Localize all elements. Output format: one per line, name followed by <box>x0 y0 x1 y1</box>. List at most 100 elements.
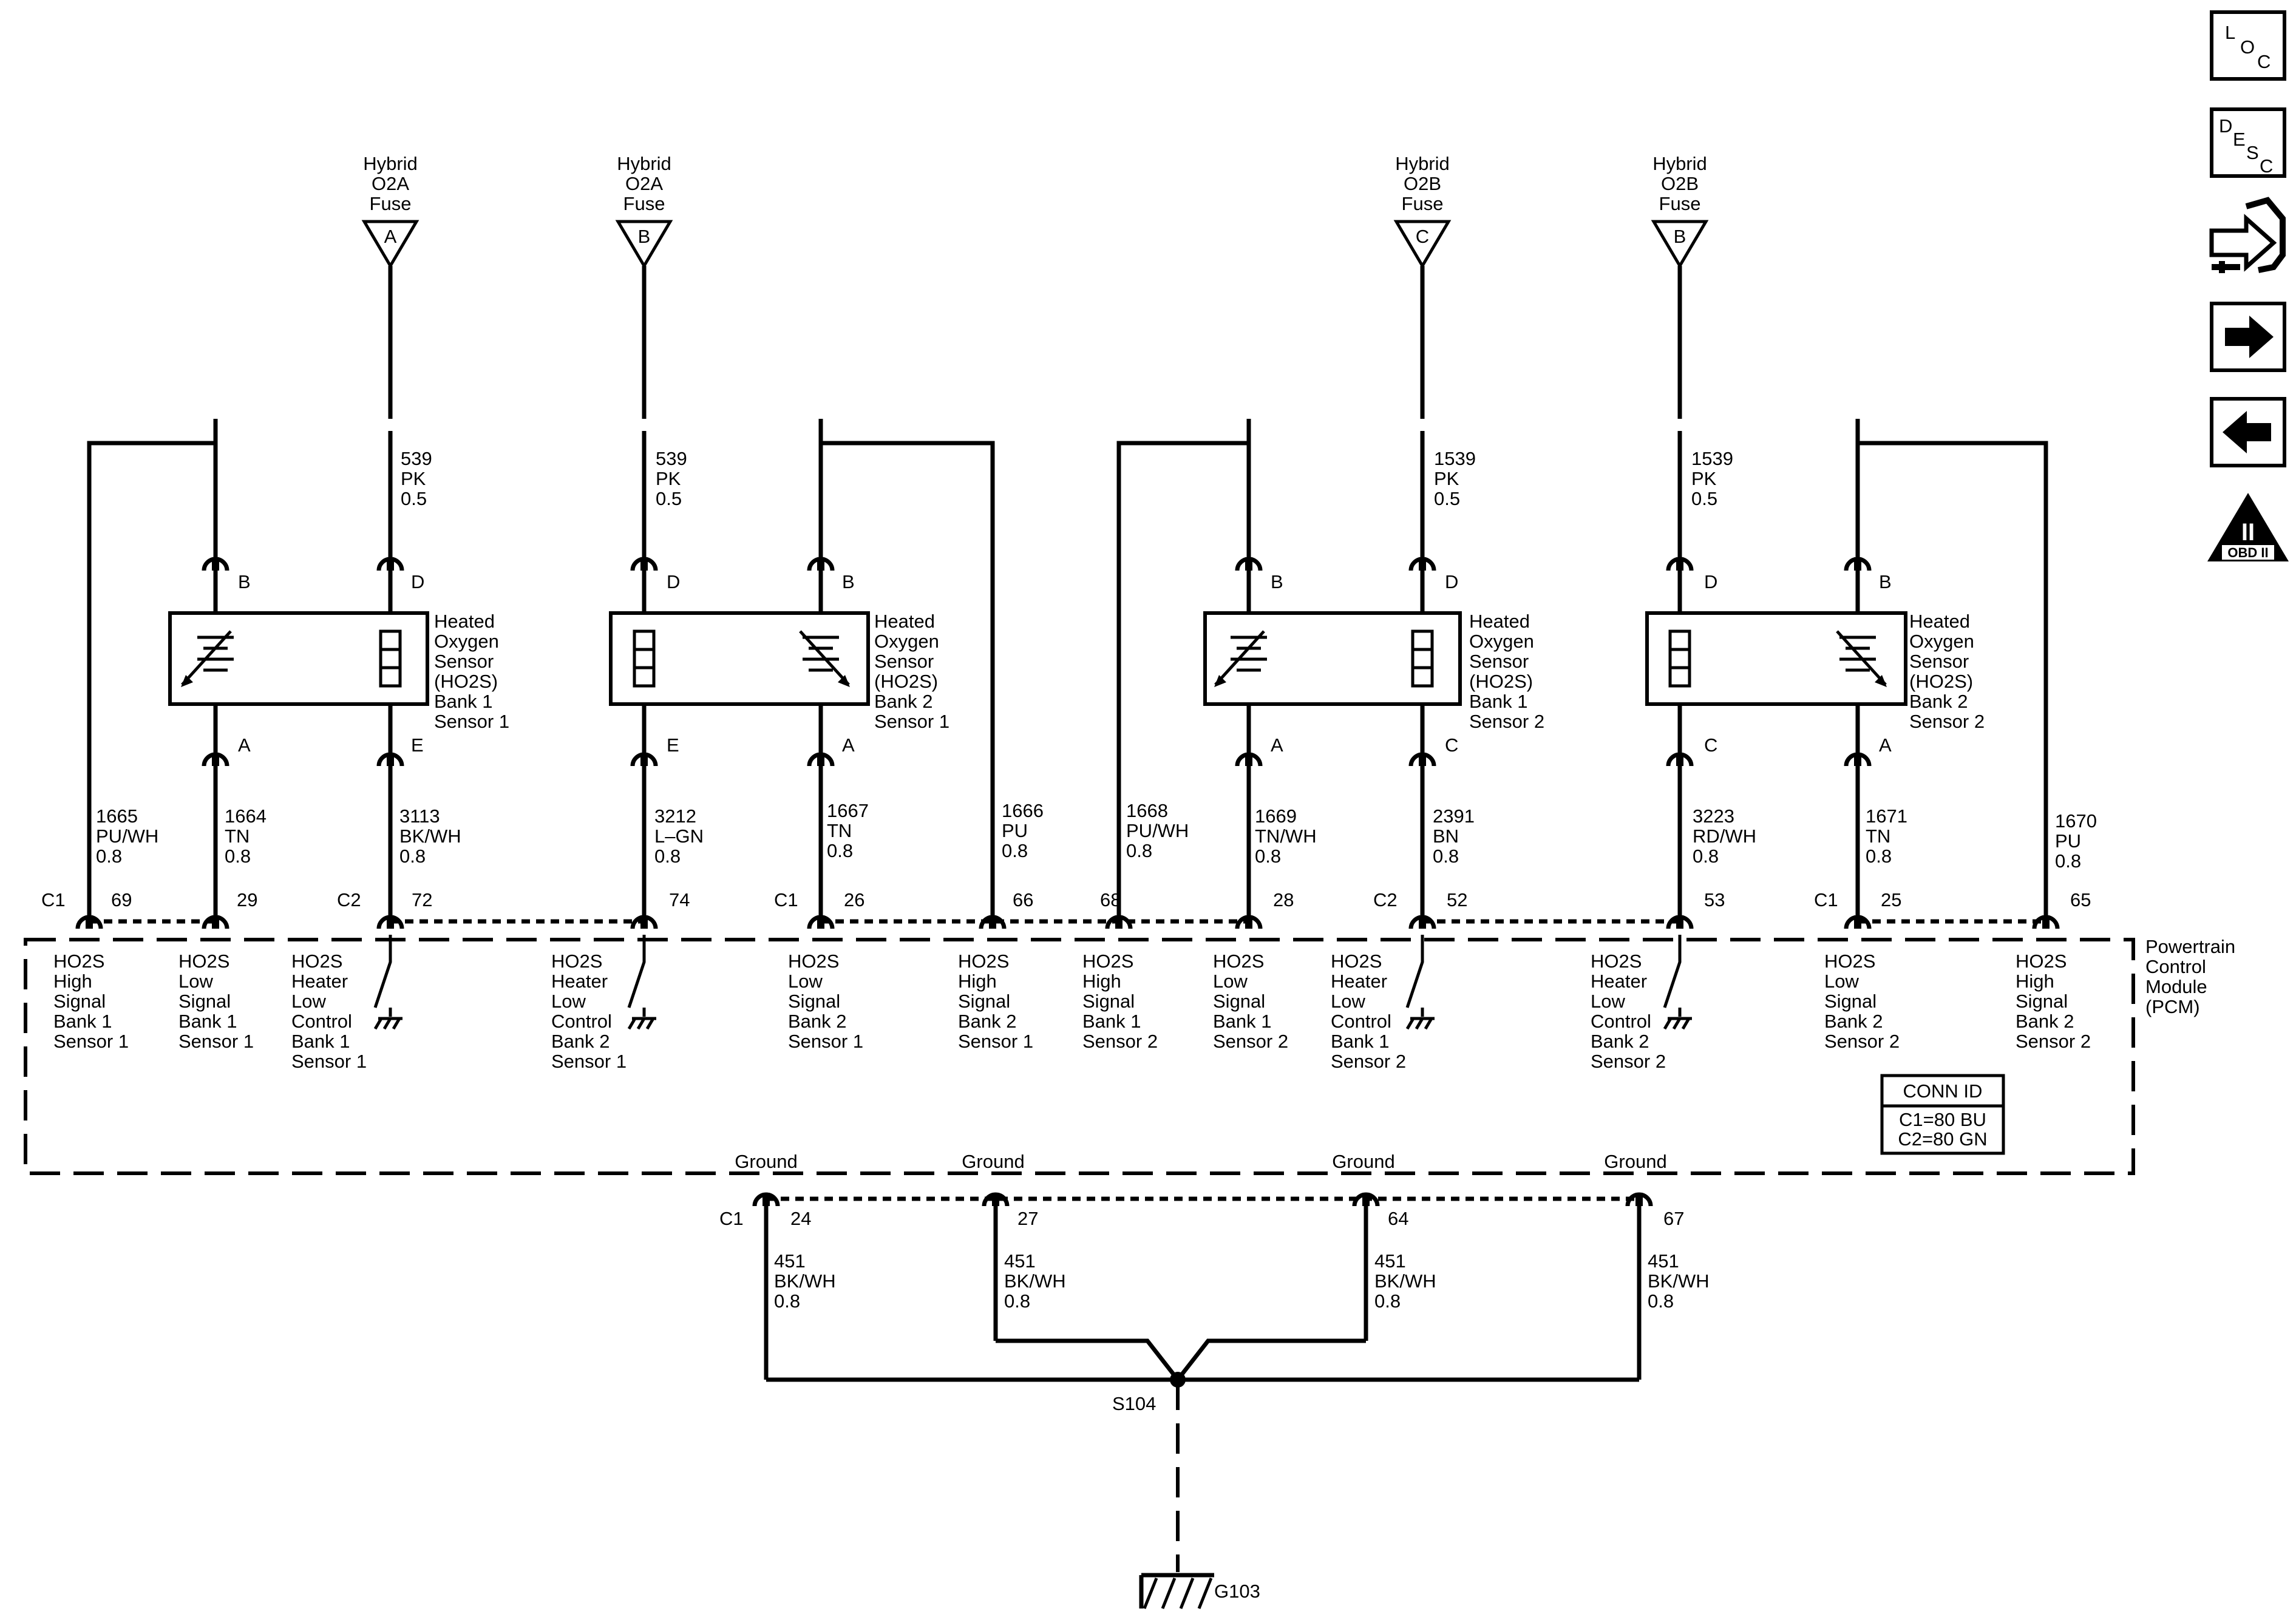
sensor-element-icon <box>799 630 850 687</box>
wire-color: PK <box>656 468 681 489</box>
connector-cup-icon <box>979 915 1007 929</box>
pin-letter: D <box>411 571 424 592</box>
wire-color: BK/WH <box>399 825 461 847</box>
wire-gauge: 0.8 <box>1866 846 1892 867</box>
pcm-label: Sensor 1 <box>551 1051 627 1072</box>
sensor-label: Oxygen <box>874 631 939 652</box>
connector-cup-icon <box>1235 752 1263 767</box>
pin-number: 66 <box>1013 889 1033 910</box>
pin-letter: E <box>411 734 424 756</box>
wire-circuit: 1666 <box>1002 800 1044 821</box>
pin-letter: B <box>842 571 855 592</box>
pcm-label: Heater <box>551 971 608 992</box>
sensor-label: Bank 1 <box>434 691 493 712</box>
pcm-label: High <box>958 971 997 992</box>
wire-circuit: 3212 <box>654 805 696 827</box>
pin-number: 52 <box>1447 889 1467 910</box>
pcm-label: HO2S <box>1331 951 1382 972</box>
pin-number: 26 <box>844 889 864 910</box>
pcm-label: Low <box>291 991 326 1012</box>
pcm-label: Bank 1 <box>1213 1011 1272 1032</box>
connector-cup-icon <box>1844 915 1872 929</box>
sensor-label: Heated <box>874 611 935 632</box>
connector-cup-icon <box>202 557 229 571</box>
wire-gauge: 0.8 <box>96 846 122 867</box>
obd-ii-icon[interactable] <box>2207 493 2289 561</box>
pcm-label: Sensor 1 <box>958 1031 1033 1052</box>
pcm-label: Low <box>1824 971 1859 992</box>
obd-ii-button[interactable]: OBD II II <box>2207 493 2289 561</box>
wire-color: PU <box>2055 830 2081 852</box>
loc-letter: O <box>2240 36 2255 58</box>
desc-icon[interactable] <box>2210 107 2286 178</box>
connector-cup-icon <box>1666 752 1694 767</box>
next-arrow-button[interactable] <box>2210 302 2286 372</box>
pcm-label: Heater <box>291 971 348 992</box>
pcm-label: HO2S <box>53 951 104 972</box>
wire-circuit: 1667 <box>827 800 869 821</box>
wire-color: L–GN <box>654 825 704 847</box>
pcm-label: Control <box>291 1011 352 1032</box>
sensor-label: Heated <box>434 611 495 632</box>
pin-letters: B D D B B D D B A E E A A C C A <box>238 571 1892 756</box>
pin-letter: B <box>238 571 251 592</box>
wire-circuit: 1664 <box>225 805 267 827</box>
wire-gauge: 0.8 <box>1126 840 1152 861</box>
sensor-bank2-sensor2: Heated Oxygen Sensor (HO2S) Bank 2 Senso… <box>1645 611 1985 732</box>
wire-gauge: 0.8 <box>1374 1290 1401 1312</box>
fuse-label: Hybrid <box>363 153 418 174</box>
wire-color: BK/WH <box>1374 1270 1436 1292</box>
wire-gauge: 0.8 <box>1433 846 1459 867</box>
arrow-right-icon <box>2225 316 2274 358</box>
connector-cup-icon <box>982 1192 1010 1207</box>
pcm-label: HO2S <box>788 951 839 972</box>
heater-element-icon <box>379 629 402 688</box>
wire-circuit: 451 <box>1004 1250 1036 1272</box>
pcm-label: Sensor 2 <box>1331 1051 1406 1072</box>
fuse-label: Fuse <box>623 193 665 214</box>
wire-gauge: 0.8 <box>225 846 251 867</box>
pin-letter: B <box>1271 571 1283 592</box>
sensor-label: Sensor 1 <box>434 711 509 732</box>
wire-color: RD/WH <box>1693 825 1756 847</box>
heater-element-icon <box>1411 629 1434 688</box>
pcm-pin-labels: HO2S High Signal Bank 1 Sensor 1 HO2S Lo… <box>53 951 2091 1072</box>
sensor-label: (HO2S) <box>1469 671 1533 692</box>
wire-circuit: 3223 <box>1693 805 1734 827</box>
desc-letter: S <box>2246 142 2259 163</box>
connector-cup-icon <box>807 557 835 571</box>
ground-symbol-icon <box>1139 1573 1214 1609</box>
wire-gauge: 0.5 <box>1691 488 1717 509</box>
connector-cup-icon <box>1844 752 1872 767</box>
pin-letter: D <box>667 571 680 592</box>
wire-gauge: 0.8 <box>827 840 853 861</box>
sensor-bank1-sensor2: Heated Oxygen Sensor (HO2S) Bank 1 Senso… <box>1203 611 1544 732</box>
pin-letter: A <box>842 734 855 756</box>
wire-color: TN <box>225 825 250 847</box>
conn-id-line: C2=80 GN <box>1898 1128 1987 1150</box>
loc-icon[interactable] <box>2210 10 2286 81</box>
sensor-bank2-sensor1: Heated Oxygen Sensor (HO2S) Bank 2 Senso… <box>609 611 949 732</box>
ground-point-label: G103 <box>1214 1581 1260 1602</box>
connector-cup-icon <box>630 557 658 571</box>
nav-loc-button[interactable]: L O C <box>2210 10 2286 81</box>
sensor-element-icon <box>1836 630 1887 687</box>
previous-arrow-button[interactable] <box>2210 397 2286 467</box>
sensor-element-icon <box>1214 630 1267 687</box>
connector-cup-icon <box>376 752 404 767</box>
splice-dot <box>1170 1372 1186 1388</box>
pcm-label: Low <box>788 971 823 992</box>
fuse-label: Hybrid <box>617 153 671 174</box>
connector-cup-icon <box>1625 1192 1653 1207</box>
fuse-letter: C <box>1416 226 1429 247</box>
wire-gauge: 0.8 <box>1004 1290 1030 1312</box>
pin-number: 65 <box>2070 889 2091 910</box>
pcm-label: Signal <box>958 991 1010 1012</box>
connector-cup-icon <box>1235 557 1263 571</box>
wire-color: BN <box>1433 825 1459 847</box>
pin-letter: A <box>1271 734 1283 756</box>
sensor-label: (HO2S) <box>1909 671 1973 692</box>
nav-desc-button[interactable]: D E S C <box>2210 107 2286 178</box>
pin-letter: D <box>1445 571 1458 592</box>
component-view-icon[interactable] <box>2209 197 2286 273</box>
